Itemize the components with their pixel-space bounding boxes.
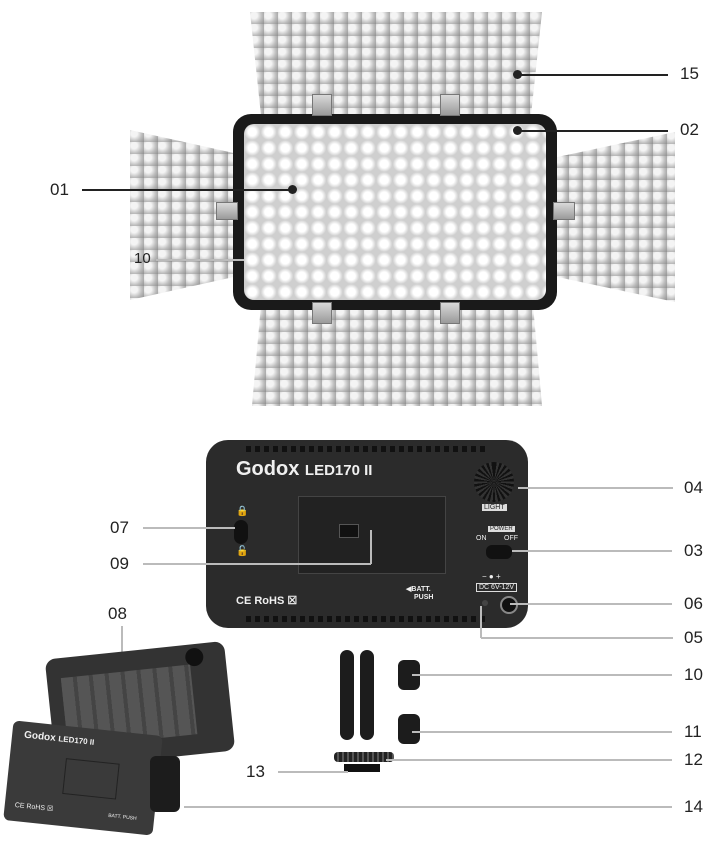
lock-switch[interactable]	[234, 520, 248, 544]
callout-05: 05	[684, 628, 703, 647]
callout-leader	[386, 759, 672, 761]
clip	[312, 94, 332, 116]
clip	[216, 202, 238, 220]
callout-leader	[82, 189, 292, 191]
battery-contact	[339, 524, 359, 538]
callout-leader	[370, 530, 372, 564]
callout-dot	[288, 185, 297, 194]
callout-leader	[412, 731, 672, 733]
battery-plate	[298, 496, 446, 574]
vent-top	[246, 446, 486, 452]
callout-03: 03	[684, 541, 703, 560]
callout-leader	[518, 487, 673, 489]
callout-leader	[156, 259, 244, 261]
dc-polarity: − ● +	[482, 572, 501, 581]
callout-dot	[513, 70, 522, 79]
callout-leader	[518, 130, 668, 132]
callout-leader	[143, 563, 371, 565]
callout-leader	[184, 806, 672, 808]
power-switch[interactable]	[486, 545, 512, 559]
callout-10: 10	[684, 665, 703, 684]
callout-10-front: 10	[134, 250, 151, 267]
light-label: LIGHT	[482, 504, 507, 511]
callout-leader	[278, 771, 348, 773]
vent-bottom	[246, 616, 486, 622]
callout-09: 09	[110, 554, 129, 573]
mini-brand: Godox LED170 II	[23, 729, 95, 747]
indicator-led	[482, 600, 488, 606]
callout-07: 07	[110, 518, 129, 537]
batt-push-label: ◀BATT. PUSH	[406, 586, 434, 601]
power-off-label: OFF	[504, 535, 518, 542]
back-view-panel: Godox LED170 II 🔒 🔓 LIGHT POWER ON OFF −…	[206, 440, 528, 628]
callout-06: 06	[684, 594, 703, 613]
callout-14: 14	[684, 797, 703, 816]
callout-12: 12	[684, 750, 703, 769]
unlock-icon: 🔓	[236, 546, 249, 557]
led-panel	[244, 124, 546, 300]
callout-leader	[512, 550, 672, 552]
clip	[553, 202, 575, 220]
front-view: 15 02 01 10	[0, 0, 728, 410]
callout-leader	[481, 637, 673, 639]
top-barn-door	[250, 12, 542, 122]
clip	[440, 302, 460, 324]
brand-logo: Godox LED170 II	[236, 458, 373, 480]
mini-batt: BATT. PUSH	[107, 812, 137, 822]
lock-icon: 🔒	[236, 506, 249, 517]
callout-leader	[412, 674, 672, 676]
callout-01: 01	[50, 180, 69, 199]
cert-label: CE RoHS ☒	[236, 595, 298, 607]
mini-cert: CE RoHS ☒	[14, 802, 54, 814]
callout-13: 13	[246, 762, 265, 781]
knob-lower[interactable]	[398, 714, 420, 744]
callout-leader	[480, 606, 482, 638]
battery-cover: Godox LED170 II CE RoHS ☒ BATT. PUSH	[3, 720, 163, 836]
lock-ring[interactable]	[334, 752, 394, 762]
callout-08: 08	[108, 604, 127, 623]
dc-input-port[interactable]	[500, 596, 518, 614]
callout-11: 11	[684, 722, 702, 741]
power-on-label: ON	[476, 535, 487, 542]
power-label: POWER	[488, 526, 515, 532]
brightness-dial[interactable]	[474, 462, 514, 502]
callout-leader	[518, 74, 668, 76]
mini-bracket	[150, 756, 180, 812]
bottom-barn-door	[252, 308, 542, 406]
callout-leader	[510, 603, 672, 605]
callout-dot	[513, 126, 522, 135]
cold-shoe	[344, 764, 380, 772]
clip	[440, 94, 460, 116]
clip	[312, 302, 332, 324]
dc-label: DC 6V-12V	[476, 583, 518, 592]
callout-15: 15	[680, 64, 699, 83]
right-barn-door	[555, 132, 675, 302]
ball-head-bracket	[340, 640, 390, 748]
callout-leader	[143, 527, 235, 529]
callout-04: 04	[684, 478, 703, 497]
knob-upper[interactable]	[398, 660, 420, 690]
callout-02: 02	[680, 120, 699, 139]
